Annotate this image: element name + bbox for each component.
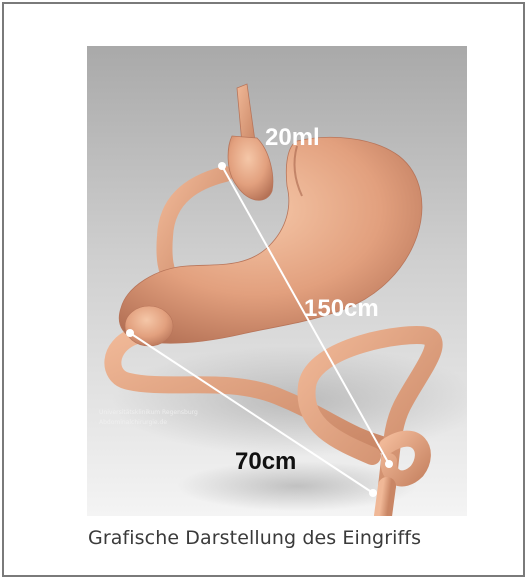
measure-point-distal bbox=[369, 489, 377, 497]
measure-point-anastomosis bbox=[385, 460, 393, 468]
label-biliopancreatic-limb: 70cm bbox=[235, 448, 296, 475]
watermark-line-2: Abdominalchirurgie.de bbox=[99, 419, 167, 426]
pylorus bbox=[125, 306, 173, 346]
label-pouch-volume: 20ml bbox=[265, 124, 320, 151]
procedure-illustration: 20ml 150cm 70cm Universitätsklinikum Reg… bbox=[87, 46, 467, 516]
figure-caption: Grafische Darstellung des Eingriffs bbox=[88, 527, 508, 549]
measure-point-pouch bbox=[218, 162, 226, 170]
label-alimentary-limb: 150cm bbox=[304, 295, 379, 322]
figure-frame: 20ml 150cm 70cm Universitätsklinikum Reg… bbox=[2, 2, 525, 577]
illustration-svg: 20ml 150cm 70cm Universitätsklinikum Reg… bbox=[87, 46, 467, 516]
distal-limb bbox=[383, 486, 387, 516]
measure-point-pylorus bbox=[126, 329, 134, 337]
watermark-line-1: Universitätsklinikum Regensburg bbox=[99, 409, 198, 416]
